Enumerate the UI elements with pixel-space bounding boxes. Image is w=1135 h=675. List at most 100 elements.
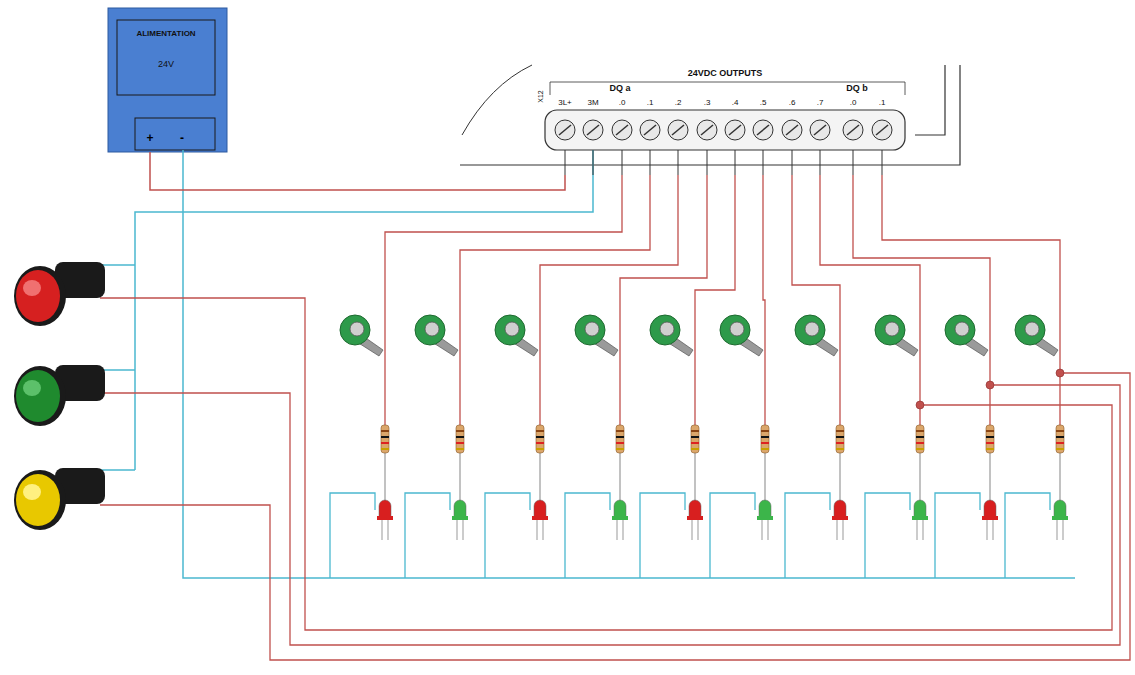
terminal-label: 3M <box>587 99 598 107</box>
terminal-leg <box>853 150 854 175</box>
led-rim <box>612 516 628 520</box>
resistor-lead <box>1059 453 1060 502</box>
screw-slot <box>729 125 741 135</box>
test-socket <box>495 315 525 345</box>
resistor-symbol <box>616 425 624 453</box>
terminal-screw <box>583 120 603 140</box>
socket-hole <box>805 322 819 336</box>
power-terminal-label: - <box>180 132 184 144</box>
resistor-band <box>761 448 769 450</box>
red-lamp-wire <box>100 298 1112 630</box>
screw-slot <box>701 125 713 135</box>
resistor-band <box>691 448 699 450</box>
led-rim <box>687 516 703 520</box>
terminal-screw <box>640 120 660 140</box>
terminal-strip <box>545 110 905 150</box>
output-wire <box>385 175 622 425</box>
yellow-pilot-lamp <box>14 468 105 530</box>
screw-slot <box>757 125 769 135</box>
node-text: ALIMENTATION <box>136 30 195 38</box>
led <box>614 500 626 517</box>
led <box>984 500 996 517</box>
resistor-band <box>456 430 464 432</box>
resistor-band <box>986 430 994 432</box>
led-leg <box>623 520 624 540</box>
output-wire <box>882 175 1060 425</box>
resistor-band <box>381 430 389 432</box>
resistor-lead <box>619 453 620 502</box>
plc-housing <box>460 65 960 165</box>
screw-slot <box>786 125 798 135</box>
led-leg <box>537 520 538 540</box>
led-leg <box>993 520 994 540</box>
resistor-band <box>456 436 464 438</box>
resistor-symbol <box>456 425 464 453</box>
led-leg <box>463 520 464 540</box>
resistor-band <box>456 442 464 444</box>
screw-slot <box>814 125 826 135</box>
output-wire <box>460 175 650 425</box>
resistor-band <box>616 430 624 432</box>
plc-housing-arc <box>462 65 532 135</box>
resistor-symbol <box>536 425 544 453</box>
terminal-screw <box>612 120 632 140</box>
power-supply: ALIMENTATION24V <box>108 8 227 152</box>
resistor-band <box>456 448 464 450</box>
terminal-leg <box>763 150 764 175</box>
terminal-screw <box>555 120 575 140</box>
test-socket <box>575 315 605 345</box>
resistor-band <box>986 442 994 444</box>
screw-slot <box>847 125 859 135</box>
led <box>759 500 771 517</box>
resistor-band <box>536 448 544 450</box>
led-leg <box>698 520 699 540</box>
resistor-band <box>1056 448 1064 450</box>
led-rim <box>982 516 998 520</box>
power-supply-case <box>108 8 227 152</box>
junction-dot <box>916 401 924 409</box>
resistor-band <box>916 430 924 432</box>
terminal-screw <box>872 120 892 140</box>
resistor-symbol <box>1056 425 1064 453</box>
led-return-wire <box>785 493 830 578</box>
resistor-band <box>986 436 994 438</box>
resistor-band <box>836 448 844 450</box>
led-rim <box>452 516 468 520</box>
screw-slot <box>644 125 656 135</box>
led <box>1054 500 1066 517</box>
resistor-lead <box>764 453 765 502</box>
led-leg <box>917 520 918 540</box>
resistor-band <box>761 442 769 444</box>
screw-slot <box>616 125 628 135</box>
green-pilot-lamp <box>14 365 105 426</box>
resistor-symbol <box>836 425 844 453</box>
terminal-bracket <box>550 82 905 95</box>
screw-slot <box>559 125 571 135</box>
terminal-leg <box>593 150 594 175</box>
terminal-screw <box>697 120 717 140</box>
resistor-band <box>916 442 924 444</box>
resistor-band <box>536 436 544 438</box>
terminal-leg <box>820 150 821 175</box>
socket-hole <box>425 322 439 336</box>
terminal-label: .5 <box>760 99 767 107</box>
resistor-band <box>381 436 389 438</box>
resistor-lead <box>694 453 695 502</box>
junction-dot <box>986 381 994 389</box>
resistor-symbol <box>916 425 924 453</box>
resistor-band <box>1056 442 1064 444</box>
led-rim <box>377 516 393 520</box>
supply-wire <box>150 152 565 190</box>
output-wire <box>820 175 920 425</box>
terminal-label: .6 <box>789 99 796 107</box>
resistor-band <box>761 430 769 432</box>
resistor-band <box>616 448 624 450</box>
terminal-label: .1 <box>879 99 886 107</box>
led-return-wire <box>935 493 980 578</box>
terminal-leg <box>650 150 651 175</box>
led-leg <box>843 520 844 540</box>
resistor-lead <box>539 453 540 502</box>
test-socket <box>945 315 975 345</box>
led-leg <box>768 520 769 540</box>
resistor-band <box>536 442 544 444</box>
